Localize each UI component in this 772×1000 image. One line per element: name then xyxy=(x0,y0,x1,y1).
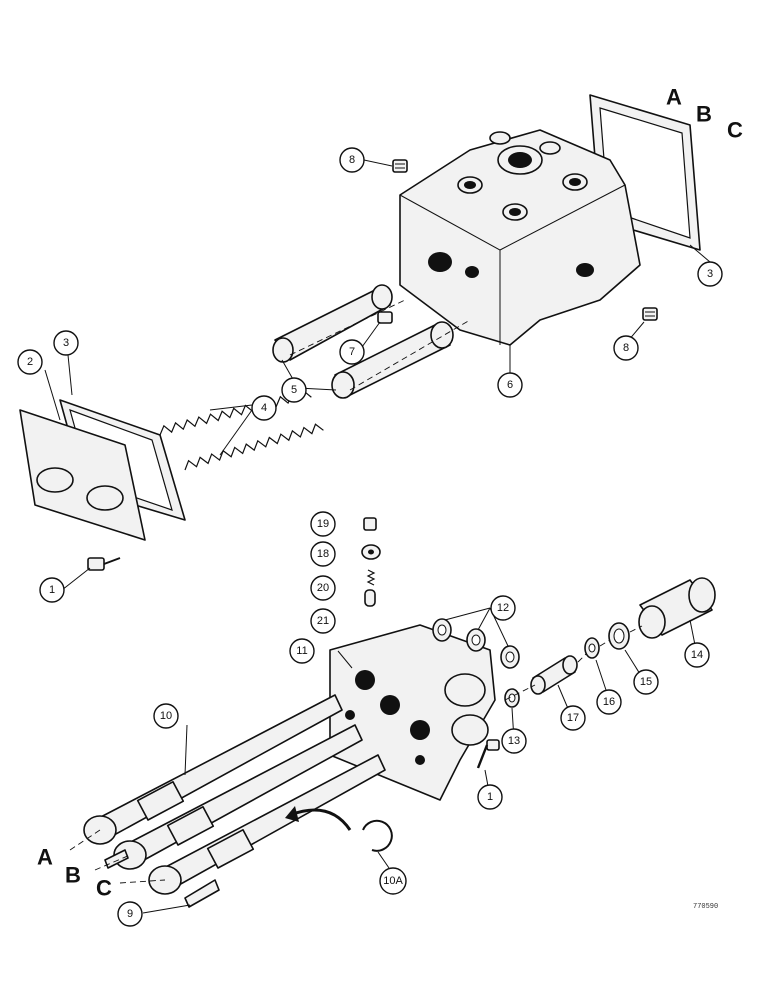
callout-10a-label: 10A xyxy=(383,875,403,887)
nut-18 xyxy=(361,544,381,560)
letter-c-bottom: C xyxy=(96,876,112,901)
callout-6: 6 xyxy=(497,372,523,398)
callout-7: 7 xyxy=(339,339,365,365)
callout-1-bottom-label: 1 xyxy=(487,791,493,803)
plug-top xyxy=(392,159,408,173)
plug-small xyxy=(377,311,393,324)
callout-9-label: 9 xyxy=(127,908,133,920)
callout-1-top-label: 1 xyxy=(49,584,55,596)
callout-3-left-label: 3 xyxy=(63,337,69,349)
letter-c-top: C xyxy=(727,118,743,143)
letter-b-top: B xyxy=(696,102,712,127)
callout-14: 14 xyxy=(684,642,710,668)
callout-1-bottom: 1 xyxy=(477,784,503,810)
callout-16-label: 16 xyxy=(603,696,615,708)
plug-right xyxy=(642,307,658,321)
callout-8-right: 8 xyxy=(613,335,639,361)
callout-10: 10 xyxy=(153,703,179,729)
callout-15-label: 15 xyxy=(640,676,652,688)
callout-3-left: 3 xyxy=(53,330,79,356)
callout-10a: 10A xyxy=(379,867,407,895)
callout-2: 2 xyxy=(17,349,43,375)
valve-body xyxy=(399,129,641,346)
callout-18-label: 18 xyxy=(317,548,329,560)
callout-4-label: 4 xyxy=(261,402,267,414)
callout-9: 9 xyxy=(117,901,143,927)
relief-valve-14 xyxy=(638,577,716,639)
callout-15: 15 xyxy=(633,669,659,695)
insertion-arrow xyxy=(285,806,352,831)
callout-5-label: 5 xyxy=(291,384,297,396)
bolt-top xyxy=(87,557,121,571)
callout-13-label: 13 xyxy=(508,735,520,747)
callout-8-right-label: 8 xyxy=(623,342,629,354)
callout-14-label: 14 xyxy=(691,649,703,661)
pin-21 xyxy=(364,589,376,607)
callout-17: 17 xyxy=(560,705,586,731)
callout-4: 4 xyxy=(251,395,277,421)
callout-20: 20 xyxy=(310,575,336,601)
callout-21-label: 21 xyxy=(317,615,329,627)
valve-section xyxy=(329,624,496,801)
seals xyxy=(432,618,520,669)
spool-lower xyxy=(331,321,454,399)
callout-8-top: 8 xyxy=(339,147,365,173)
callout-7-label: 7 xyxy=(349,346,355,358)
seal-15 xyxy=(608,622,630,650)
callout-12: 12 xyxy=(490,595,516,621)
spool-b xyxy=(113,724,363,870)
letter-a-bottom: A xyxy=(37,845,53,870)
callout-1-top: 1 xyxy=(39,577,65,603)
letter-a-top: A xyxy=(666,85,682,110)
callout-19: 19 xyxy=(310,511,336,537)
callout-8-top-label: 8 xyxy=(349,154,355,166)
end-cap xyxy=(19,409,146,541)
callout-5: 5 xyxy=(281,377,307,403)
washer-13 xyxy=(504,688,520,708)
spool-c xyxy=(148,754,386,895)
callout-16: 16 xyxy=(596,689,622,715)
callout-10-label: 10 xyxy=(160,710,172,722)
spool-a xyxy=(83,694,343,845)
plunger-17 xyxy=(530,655,578,695)
callout-13: 13 xyxy=(501,728,527,754)
callout-2-label: 2 xyxy=(27,356,33,368)
callout-11-label: 11 xyxy=(296,645,307,657)
spring-upper xyxy=(159,389,312,436)
snap-ring-10a xyxy=(362,819,393,852)
callout-19-label: 19 xyxy=(317,518,329,530)
callout-3-right-label: 3 xyxy=(707,268,713,280)
spring-lower xyxy=(184,423,324,471)
callout-3-right: 3 xyxy=(697,261,723,287)
callout-17-label: 17 xyxy=(567,712,579,724)
spool-upper xyxy=(272,284,393,363)
callout-21: 21 xyxy=(310,608,336,634)
plug-19 xyxy=(363,517,377,531)
letter-b-bottom: B xyxy=(65,863,81,888)
bolt-bottom xyxy=(476,739,500,769)
washer-16 xyxy=(584,637,600,659)
callout-20-label: 20 xyxy=(317,582,329,594)
spring-20 xyxy=(366,569,376,586)
callout-18: 18 xyxy=(310,541,336,567)
callout-11: 11 xyxy=(289,638,315,664)
callout-12-label: 12 xyxy=(497,602,509,614)
callout-6-label: 6 xyxy=(507,379,513,391)
figure-reference: 770590 xyxy=(693,903,718,911)
